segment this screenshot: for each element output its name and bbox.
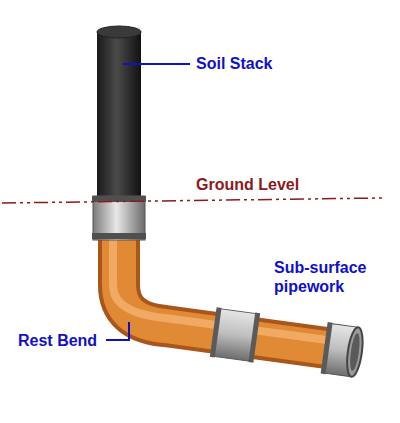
ground-level-label: Ground Level bbox=[196, 175, 336, 194]
part-label: Sub-surface pipework bbox=[274, 258, 384, 296]
part-label: Soil Stack bbox=[196, 54, 316, 73]
part-label: Rest Bend bbox=[18, 331, 108, 350]
